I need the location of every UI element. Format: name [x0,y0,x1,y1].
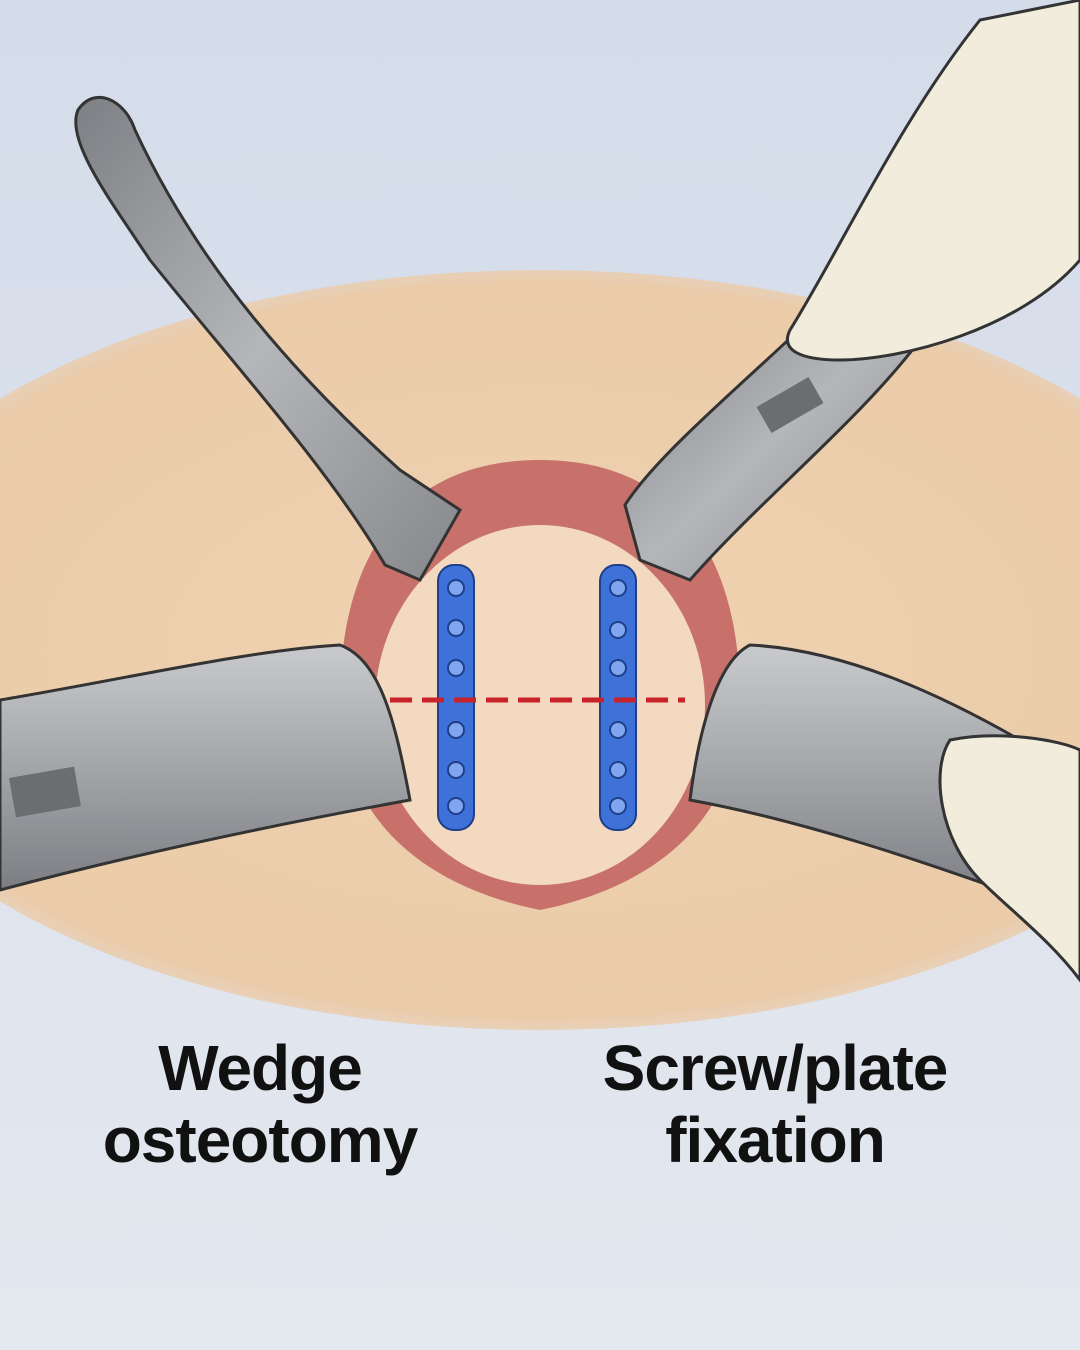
label-line: Screw/plate [602,1032,949,1104]
label-line: Wedge [158,1032,363,1104]
exposed-bone [375,525,705,885]
retractor-label-patch-left [9,766,81,818]
label-wedge-osteotomy: Wedge osteotomy [40,1032,480,1176]
glove-upper-right [786,0,1080,362]
label-line: osteotomy [102,1104,419,1176]
label-line: fixation [665,1104,886,1176]
label-screw-plate-fixation: Screw/plate fixation [540,1032,1010,1176]
retractor-left [0,643,412,892]
retractor-upper-left [74,96,462,582]
retractor-label-patch [756,377,824,433]
retractor-right [688,643,1032,903]
glove-lower-right [938,734,1080,983]
